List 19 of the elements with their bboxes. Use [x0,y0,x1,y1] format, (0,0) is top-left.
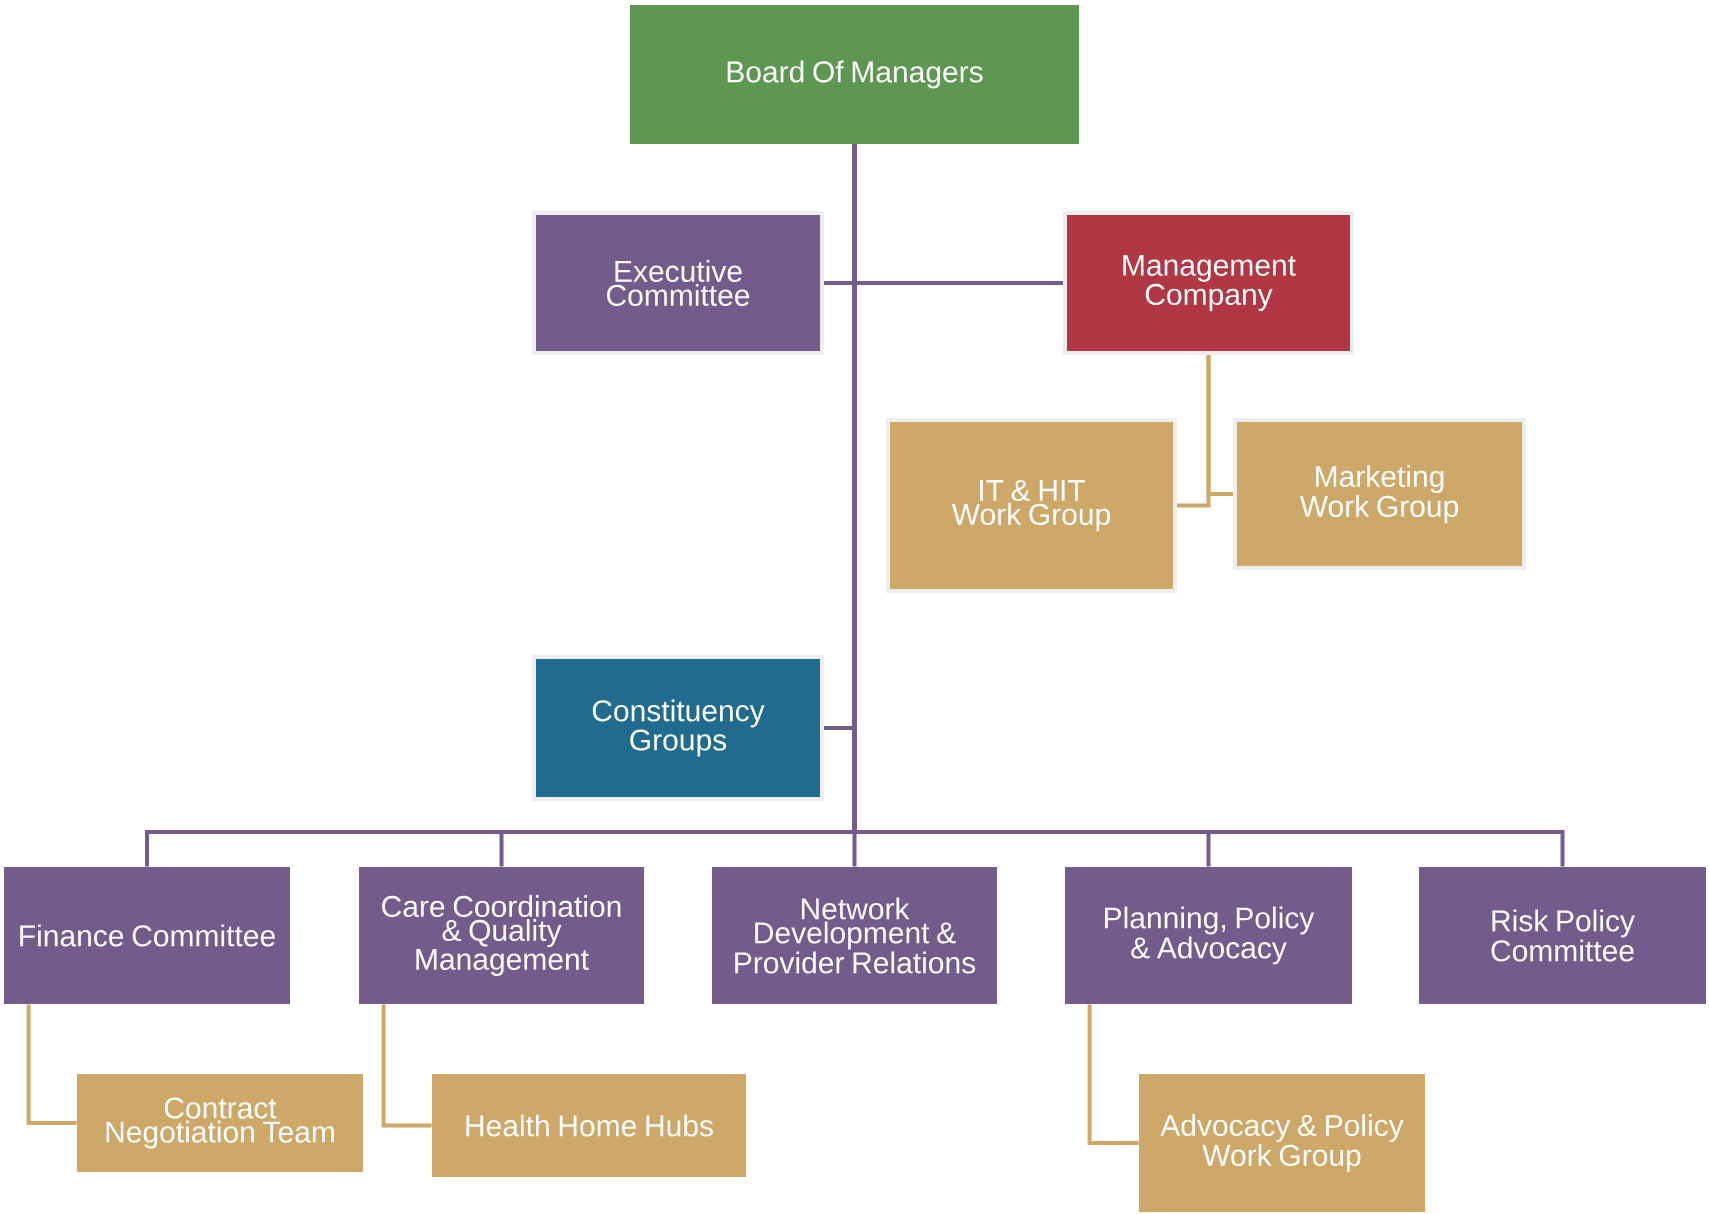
org-box: Constituency Groups [532,655,824,801]
connector-line [1087,1004,1139,1145]
org-box: Risk Policy Committee [1419,867,1706,1004]
org-box: Executive Committee [532,211,824,355]
org-box: IT & HIT Work Group [886,418,1177,593]
org-box: Advocacy & Policy Work Group [1139,1074,1425,1212]
org-box: Board Of Managers [630,5,1079,144]
connector-line [26,1004,77,1125]
org-box: Network Development & Provider Relations [712,867,997,1004]
org-box: Finance Committee [4,867,290,1004]
org-box: Care Coordination & Quality Management [359,867,644,1004]
org-box: Contract Negotiation Team [77,1074,363,1172]
connector-line [1206,355,1233,496]
org-box: Marketing Work Group [1233,418,1526,570]
org-box: Management Company [1063,211,1354,355]
connector-line [852,144,1565,867]
org-box: Health Home Hubs [432,1074,746,1177]
org-box: Planning, Policy & Advocacy [1065,867,1352,1004]
connector-line [381,1004,432,1128]
